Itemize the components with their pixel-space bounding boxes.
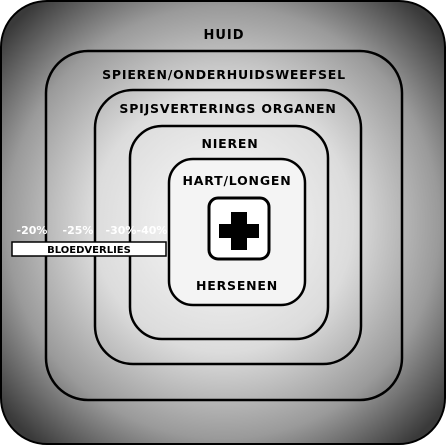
layer-label-hersenen: HERSENEN — [196, 278, 278, 293]
layer-label-spieren: SPIEREN/ONDERHUIDSWEEFSEL — [102, 67, 346, 82]
blood-loss-bar — [11, 241, 167, 257]
blood-loss-pct-30: -30% — [106, 224, 137, 237]
layer-label-huid: HUID — [203, 28, 244, 43]
layer-label-nieren: NIEREN — [201, 136, 258, 151]
layer-spieren-border — [44, 49, 404, 402]
blood-loss-pct-25: -25% — [63, 224, 94, 237]
layer-label-hart-longen: HART/LONGEN — [183, 173, 292, 188]
blood-loss-pct-20: -20% — [17, 224, 48, 237]
blood-loss-pct-40: -40% — [137, 224, 168, 237]
layer-label-spijsvertering: SPIJSVERTERINGS ORGANEN — [119, 101, 336, 116]
layer-spijsvertering-border — [93, 88, 363, 366]
medical-cross-icon — [219, 212, 259, 250]
blood-loss-percentages: -20% -25% -30% -40% — [17, 224, 168, 237]
blood-loss-label: BLOEDVERLIES — [47, 245, 131, 256]
layer-nieren-border — [128, 124, 330, 341]
